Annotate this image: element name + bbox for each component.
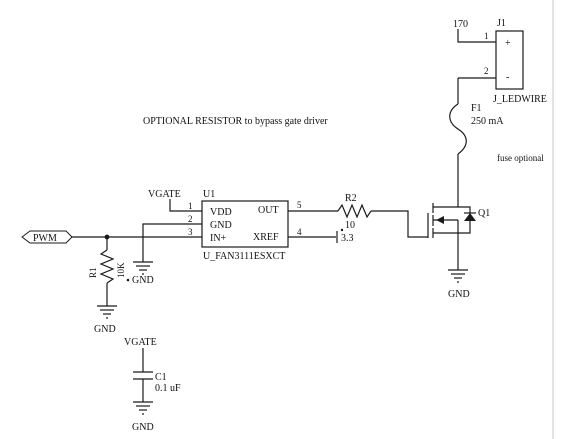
q1-diode-triangle — [464, 213, 476, 221]
r2-zigzag — [337, 203, 372, 219]
u1-value: U_FAN3111ESXCT — [203, 251, 285, 262]
r1-gnd-label: GND — [94, 324, 116, 335]
u1-pin5-num: 5 — [297, 200, 302, 210]
c1-top-net-label: VGATE — [124, 337, 157, 348]
f1-ref: F1 — [471, 103, 482, 114]
r2-ref: R2 — [345, 193, 357, 204]
wire-gate — [371, 210, 428, 238]
u1-pin2-num: 2 — [188, 214, 193, 224]
f1-value: 250 mA — [471, 116, 504, 127]
q1-gnd-label: GND — [448, 289, 470, 300]
r1-ground-symbol — [97, 305, 117, 319]
r1-dot — [126, 278, 130, 282]
u1-pin1-num: 1 — [188, 201, 193, 211]
f1-symbol — [449, 103, 467, 155]
f1-note: fuse optional — [497, 153, 544, 163]
xref-dot — [340, 228, 344, 232]
q1-ref: Q1 — [478, 208, 490, 219]
c1-ground-symbol — [133, 401, 153, 415]
u1-ground-symbol — [133, 261, 153, 275]
r1-zigzag — [99, 249, 115, 284]
u1-pin5-name: OUT — [258, 205, 279, 216]
c1-gnd-label: GND — [132, 422, 154, 433]
q1-arrow — [436, 216, 444, 224]
wire-u1-gnd — [142, 223, 202, 262]
resistor-r1: R1 10K GND — [88, 237, 154, 306]
pwm-port-label: PWM — [33, 233, 57, 244]
capacitor-c1: C1 0.1 uF — [133, 348, 181, 402]
u1-pin3-name: IN+ — [210, 233, 227, 244]
pwm-port: PWM — [21, 230, 73, 244]
j1-minus: - — [506, 72, 509, 83]
optional-resistor-note: OPTIONAL RESISTOR to bypass gate driver — [143, 116, 328, 127]
wire-u1-vdd — [169, 199, 202, 212]
supply-170-label: 170 — [453, 19, 468, 30]
j1-pin2-num: 2 — [484, 66, 489, 76]
u1-body — [201, 200, 289, 248]
ic-u1: U1 U_FAN3111ESXCT 1 2 3 VDD GND IN+ OUT … — [188, 189, 302, 262]
r1-net-gnd: GND — [132, 275, 154, 286]
r2-value: 10 — [345, 220, 355, 231]
xref-value: 3.3 — [341, 233, 354, 244]
fuse-f1: F1 250 mA fuse optional — [449, 78, 544, 195]
u1-pin4-name: XREF — [253, 232, 279, 243]
u1-vdd-net-label: VGATE — [148, 189, 181, 200]
j1-value: J_LEDWIRE — [493, 94, 547, 105]
c1-value: 0.1 uF — [155, 383, 181, 394]
j1-body — [495, 30, 524, 90]
j1-ref: J1 — [497, 18, 506, 29]
u1-ref: U1 — [203, 189, 215, 200]
q1-ground-symbol — [448, 269, 468, 283]
u1-pin3-num: 3 — [188, 227, 193, 237]
u1-pin2-name: GND — [210, 220, 232, 231]
connector-j1: J1 + - 1 2 J_LEDWIRE — [484, 18, 547, 105]
u1-pin4-num: 4 — [297, 227, 302, 237]
wire-j1-pin1 — [457, 29, 496, 43]
j1-pin1-num: 1 — [484, 31, 489, 41]
c1-ref: C1 — [155, 372, 167, 383]
resistor-r2: R2 10 — [337, 193, 372, 231]
mosfet-q1: Q1 — [427, 195, 490, 270]
r1-value: 10K — [116, 262, 126, 278]
r1-ref: R1 — [88, 267, 98, 278]
j1-plus: + — [505, 38, 511, 49]
u1-pin1-name: VDD — [210, 207, 232, 218]
